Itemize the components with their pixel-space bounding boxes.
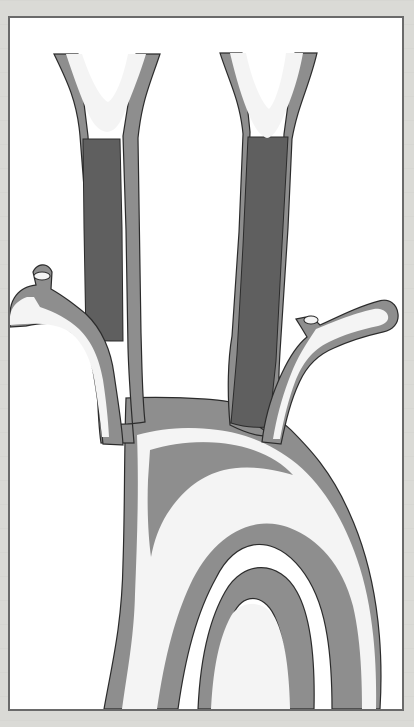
left-graft-segment — [83, 139, 123, 341]
left-branch-opening — [34, 272, 50, 280]
vascular-illustration — [10, 18, 402, 709]
right-branch-opening — [304, 316, 318, 324]
illustration-frame — [8, 16, 404, 711]
